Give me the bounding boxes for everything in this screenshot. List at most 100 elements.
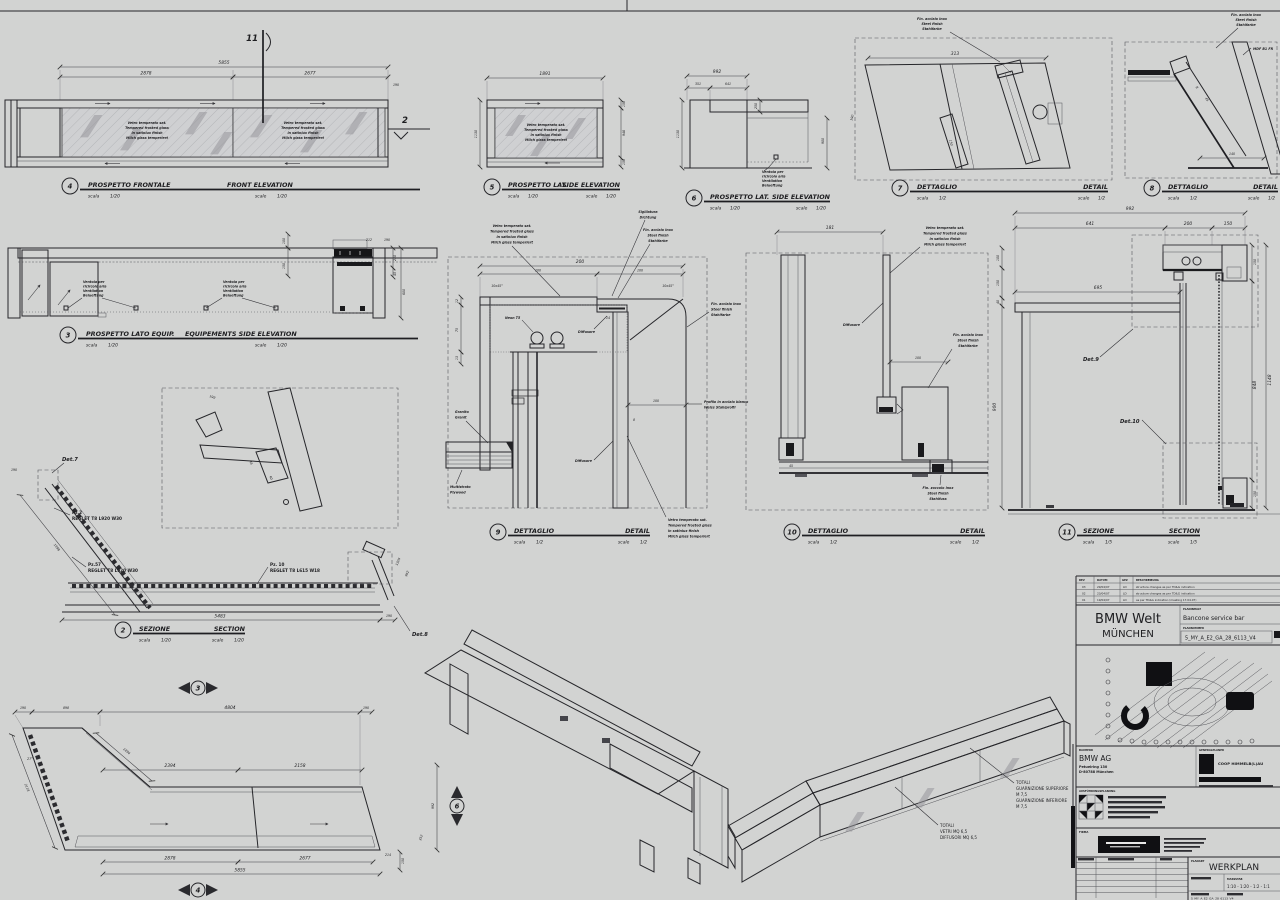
dim: 1998 bbox=[53, 543, 61, 552]
scale-word: scale bbox=[796, 206, 808, 212]
view-5-title: 5 PROSPETTO LAT. SIDE ELEVATION scala 1/… bbox=[483, 178, 621, 200]
dim: 992 bbox=[431, 803, 435, 809]
view-8-title: 8 DETTAGLIO DETAIL scala 1/2 scale 1/2 bbox=[1143, 179, 1278, 202]
scale-value: 1/20 bbox=[730, 206, 740, 212]
note-line: Stahlfarbe bbox=[648, 239, 668, 243]
dim: 2394 bbox=[164, 763, 175, 769]
view-number: 3 bbox=[66, 332, 71, 340]
steel-note-top: Fin. acciaio inox Steel finish Stahlfarb… bbox=[643, 228, 674, 243]
section-number: 11 bbox=[246, 34, 258, 44]
dim: 150 bbox=[1224, 221, 1233, 227]
view-number: 8 bbox=[1150, 185, 1155, 193]
client-name: BMW AG bbox=[1079, 754, 1111, 763]
dim: 641 bbox=[725, 82, 731, 86]
scale-value: 1/2 bbox=[536, 540, 543, 546]
view-5-side-elevation: 1891 1130 150 948 150 Vetro temperato sa… bbox=[474, 71, 626, 200]
granite-note: Granito Granit bbox=[455, 410, 470, 420]
reglet-strip bbox=[74, 835, 376, 848]
note-line: REGLET T8 L920 W30 bbox=[88, 568, 138, 573]
scale-word: scala bbox=[808, 540, 820, 546]
note-line: VETRI MQ 6,5 bbox=[940, 829, 968, 834]
view-title-it: PROSPETTO LAT. bbox=[710, 193, 769, 201]
rev-cell: LD bbox=[1123, 585, 1127, 589]
note-line: Stahlfarbe bbox=[922, 27, 942, 31]
dim: 1304 bbox=[395, 557, 402, 566]
dim: 13 bbox=[455, 356, 459, 360]
note-line: Fin. acciaio inox bbox=[711, 302, 742, 306]
dim: 140 bbox=[1229, 152, 1235, 156]
scale-word: scala bbox=[1168, 196, 1180, 202]
note-line: Steel finish bbox=[957, 339, 979, 343]
view-title-it: DETTAGLIO bbox=[808, 527, 849, 535]
pz10-label: Pz. 10 REGLET T8 L615 W18 bbox=[270, 562, 320, 573]
note-line: Vetro temperato sat. bbox=[527, 123, 566, 127]
scale-word: scala bbox=[1083, 540, 1095, 546]
rev-header: BESCHREIBUNG bbox=[1136, 578, 1159, 582]
dim: 212 bbox=[366, 238, 372, 242]
rev-cell: 03 bbox=[1082, 585, 1086, 589]
dim: 1894 bbox=[122, 747, 131, 755]
dim: 4804 bbox=[224, 705, 235, 711]
dim: 150 bbox=[622, 101, 626, 107]
view-title-en: DETAIL bbox=[1253, 183, 1278, 191]
scale-value: 1/2 bbox=[1268, 196, 1275, 202]
dim: 100 bbox=[535, 269, 541, 273]
view-11-section: 992 641 200 150 695 100 150 40 900 Det.9… bbox=[992, 206, 1280, 546]
view-number: 10 bbox=[787, 529, 797, 537]
left-upright bbox=[511, 352, 539, 508]
dim: 250 bbox=[393, 255, 397, 261]
view-title-en: DETAIL bbox=[1083, 183, 1108, 191]
dim: 14 bbox=[606, 316, 610, 320]
view-title-it: PROSPETTO LAT. bbox=[508, 181, 567, 189]
note-line: Milch glass temperiert bbox=[491, 241, 533, 245]
view-3-title: 3 PROSPETTO LATO EQUIP. EQUIPEMENTS SIDE… bbox=[59, 326, 418, 349]
note-line: Dichtung bbox=[640, 216, 657, 220]
dim: 351 bbox=[695, 82, 701, 86]
det10-zone bbox=[1162, 442, 1258, 519]
view-11-title: 11 SEZIONE SECTION scala 1/5 scale 1/5 bbox=[1058, 523, 1201, 546]
vent-note: Ventola per ricircolo aria Ventilation B… bbox=[762, 170, 786, 188]
scale-value: 1/20 bbox=[277, 194, 287, 200]
diffuser-note: Diffusore bbox=[575, 459, 593, 463]
firm-label: FIRMA bbox=[1079, 830, 1088, 834]
note-line: in satinlux finish bbox=[288, 131, 320, 135]
scale-value: 1/2 bbox=[830, 540, 837, 546]
rev-cell: structure changes as per TD&G indication bbox=[1136, 591, 1195, 595]
scale-value: 1/2 bbox=[1098, 196, 1105, 202]
dim: 898 bbox=[63, 706, 69, 710]
note-line: Ventilation bbox=[223, 289, 244, 293]
dim: 2878 bbox=[164, 856, 175, 862]
dim: 214 bbox=[385, 853, 391, 857]
dim: 100 bbox=[653, 399, 659, 403]
scale-word: scale bbox=[1248, 196, 1260, 202]
plan-type-block: PLANART WERKPLAN MASSSTAB 1:10 - 1:20 - … bbox=[1188, 859, 1280, 900]
rev-header: GEZ bbox=[1122, 578, 1128, 582]
client-label: BAUHERR bbox=[1079, 748, 1093, 752]
view-3-equip-side-elevation: Ventola per ricircolo aria Ventilation B… bbox=[7, 231, 438, 349]
glass-note-top: Vetro temperato sat. Tempered frosted gl… bbox=[490, 224, 534, 245]
scale-word: scala bbox=[514, 540, 526, 546]
scale-word: scala bbox=[710, 206, 722, 212]
steel-plinth-note: Fin. zoccolo inox Steel finish Stahlfuss bbox=[923, 486, 955, 501]
note-line: Pz.2 bbox=[72, 510, 82, 515]
ap-address-lines bbox=[1108, 796, 1166, 819]
dim: 45 bbox=[248, 460, 253, 465]
note-line: in satinlux finish bbox=[930, 237, 962, 241]
dim: 848 bbox=[1252, 381, 1258, 390]
note-line: ricircolo aria bbox=[762, 175, 786, 179]
dim: 641 bbox=[1086, 221, 1095, 227]
note-line: Sigillatura bbox=[638, 210, 658, 214]
note-line: Pz. 10 bbox=[270, 562, 284, 567]
rev-cell: LD bbox=[1123, 591, 1127, 595]
scale-value: 1/20 bbox=[108, 343, 118, 349]
section-number: 4 bbox=[196, 887, 201, 895]
neon-note: Neon T5 bbox=[505, 316, 521, 320]
dim: 250 bbox=[754, 103, 758, 109]
note-line: Vetro temperato sat. bbox=[284, 121, 323, 125]
det7-label: Det.7 bbox=[62, 457, 78, 463]
diffuser-note: Diffusore bbox=[843, 323, 861, 327]
rev-row: 03 29/04/07 LD structure changes as per … bbox=[1082, 585, 1195, 589]
note-line: Ventilation bbox=[83, 289, 104, 293]
dim: 8 bbox=[633, 418, 635, 422]
note-line: Ventola per bbox=[83, 280, 105, 284]
